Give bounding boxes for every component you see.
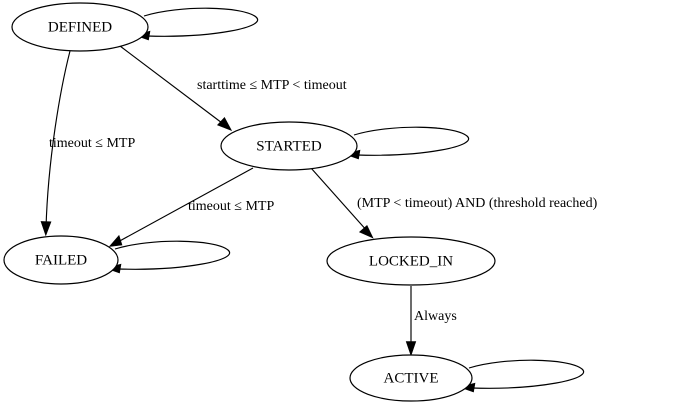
edge-started-failed[interactable]: timeout ≤ MTP xyxy=(108,167,275,247)
edge-defined-failed[interactable]: timeout ≤ MTP xyxy=(40,50,135,237)
edge-defined-started[interactable]: starttime ≤ MTP < timeout xyxy=(119,45,347,132)
edge-failed-failed[interactable] xyxy=(104,240,231,274)
edge-started-lockedin-arrowhead xyxy=(358,225,374,239)
edge-defined-started-path xyxy=(119,45,227,127)
edge-defined-failed-label: timeout ≤ MTP xyxy=(49,136,135,151)
node-defined-label: DEFINED xyxy=(48,19,112,35)
edge-defined-defined-path xyxy=(143,7,259,37)
edge-lockedin-active-arrowhead xyxy=(405,341,417,357)
edge-failed-failed-path xyxy=(114,240,231,270)
edge-started-failed-path xyxy=(115,167,254,244)
edge-started-started[interactable] xyxy=(343,126,470,160)
nodes-layer: DEFINED STARTED FAILED LOCKED_IN ACTIVE xyxy=(3,2,496,402)
node-defined[interactable]: DEFINED xyxy=(11,2,149,52)
node-active-ellipse xyxy=(349,354,473,402)
node-failed[interactable]: FAILED xyxy=(3,235,119,285)
edge-lockedin-active[interactable]: Always xyxy=(405,286,457,357)
edge-started-failed-arrowhead xyxy=(108,234,123,247)
edge-defined-started-arrowhead xyxy=(216,116,233,132)
edge-started-lockedin-label: (MTP < timeout) AND (threshold reached) xyxy=(357,196,598,211)
edge-defined-started-label: starttime ≤ MTP < timeout xyxy=(197,78,347,93)
edge-started-lockedin[interactable]: (MTP < timeout) AND (threshold reached) xyxy=(310,167,598,239)
edge-started-started-path xyxy=(353,126,470,156)
edge-active-active-path xyxy=(468,359,585,389)
node-started-label: STARTED xyxy=(256,138,322,154)
node-locked-in-label: LOCKED_IN xyxy=(369,253,453,269)
edge-started-failed-label: timeout ≤ MTP xyxy=(188,199,274,214)
node-active-label: ACTIVE xyxy=(384,370,439,386)
edge-lockedin-active-label: Always xyxy=(414,309,457,324)
edges-layer: starttime ≤ MTP < timeout timeout ≤ MTP … xyxy=(40,7,598,393)
edge-started-lockedin-path xyxy=(310,167,369,233)
node-failed-label: FAILED xyxy=(35,252,87,268)
edge-defined-failed-arrowhead xyxy=(40,221,52,237)
node-started-ellipse xyxy=(220,121,358,171)
edge-active-active[interactable] xyxy=(458,359,585,393)
edge-defined-failed-path xyxy=(45,50,71,229)
node-started[interactable]: STARTED xyxy=(220,121,358,171)
node-defined-ellipse xyxy=(11,2,149,52)
node-locked-in[interactable]: LOCKED_IN xyxy=(326,236,496,286)
node-active[interactable]: ACTIVE xyxy=(349,354,473,402)
node-failed-ellipse xyxy=(3,235,119,285)
node-locked-in-ellipse xyxy=(326,236,496,286)
edge-defined-defined[interactable] xyxy=(133,7,259,41)
